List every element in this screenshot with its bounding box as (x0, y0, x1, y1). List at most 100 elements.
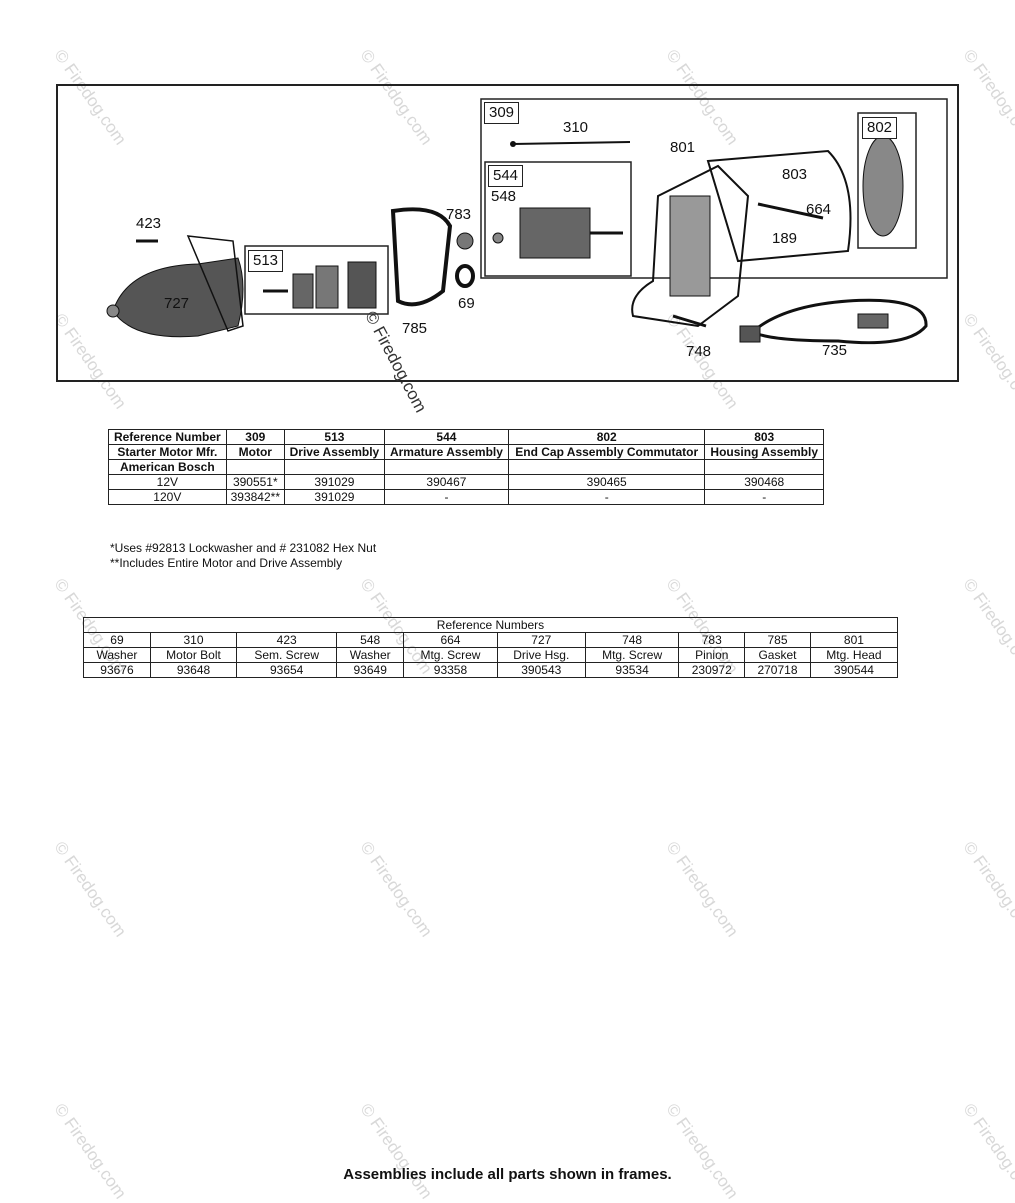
footer-note: Assemblies include all parts shown in fr… (343, 1166, 672, 1183)
table-cell: 390551* (225, 474, 285, 490)
frame-label-802: 802 (862, 117, 898, 139)
callout-748: 748 (686, 343, 712, 360)
frame-544 (484, 161, 632, 277)
callout-803: 803 (782, 166, 808, 183)
callout-310: 310 (563, 119, 589, 136)
table-cell: Sem. Screw (236, 647, 338, 663)
table-header: 803 (704, 429, 824, 445)
armature-544 (519, 207, 591, 259)
table-cell: 391029 (283, 474, 385, 490)
starter-motor-table: Reference Number 309 513 544 802 803 Sta… (108, 429, 824, 505)
watermark: © Firedog.com (959, 1100, 1015, 1203)
watermark: © Firedog.com (959, 46, 1015, 149)
motor-bolt-310 (512, 141, 631, 145)
table-cell: Drive Assembly (283, 444, 385, 460)
table-cell (704, 459, 824, 475)
callout-189: 189 (772, 230, 798, 247)
table-row: 12V 390551* 391029 390467 390465 390468 (108, 474, 824, 490)
watermark: © Firedog.com (959, 575, 1015, 678)
callout-801: 801 (670, 139, 696, 156)
table-cell: Drive Hsg. (496, 647, 586, 663)
table-header: 513 (283, 429, 385, 445)
frame-802 (857, 112, 917, 249)
table-cell: 390465 (507, 474, 706, 490)
table-cell: Gasket (744, 647, 811, 663)
table-cell: 93676 (83, 662, 151, 678)
callout-785: 785 (402, 320, 428, 337)
drive-housing-727 (112, 257, 244, 338)
table-cell: 664 (403, 632, 498, 648)
table-cell: 93534 (584, 662, 680, 678)
table-cell: 93648 (149, 662, 238, 678)
table-cell: 12V (108, 474, 227, 490)
washer-548 (492, 232, 504, 244)
reference-numbers-table: Reference Numbers 69 310 423 548 664 727… (83, 617, 899, 678)
table-cell: 270718 (744, 662, 811, 678)
housing-803 (706, 149, 852, 263)
table-cell: 93358 (403, 662, 498, 678)
table-cell: 390467 (383, 474, 509, 490)
table-cell (383, 459, 509, 475)
table-cell: Pinion (678, 647, 746, 663)
table-cell: Housing Assembly (704, 444, 824, 460)
table-cell: 310 (149, 632, 238, 648)
table-header: 802 (507, 429, 706, 445)
watermark: © Firedog.com (356, 838, 437, 941)
end-cap-802 (862, 135, 904, 237)
table-cell (283, 459, 385, 475)
gear-513-c (347, 261, 377, 309)
table-row: 69 310 423 548 664 727 748 783 785 801 (83, 632, 899, 648)
frame-label-544: 544 (488, 165, 524, 187)
table-cell: 727 (496, 632, 586, 648)
callout-727: 727 (164, 295, 190, 312)
parts-drawing (106, 98, 948, 345)
table-cell: - (507, 489, 706, 505)
table-cell: Motor Bolt (149, 647, 238, 663)
callout-423: 423 (136, 215, 162, 232)
table-cell: 801 (809, 632, 899, 648)
table-cell: 93654 (236, 662, 338, 678)
table-cell: 93649 (336, 662, 405, 678)
table-cell: 390543 (496, 662, 586, 678)
table-cell: Armature Assembly (383, 444, 509, 460)
watermark: © Firedog.com (662, 1100, 743, 1203)
table-header: 544 (383, 429, 509, 445)
table-cell: 785 (744, 632, 811, 648)
table-cell: 393842** (225, 489, 285, 505)
table-cell (507, 459, 706, 475)
pinion-783 (456, 232, 474, 250)
table-cell: Mtg. Head (809, 647, 899, 663)
table-cell: End Cap Assembly Commutator (507, 444, 706, 460)
table-cell (225, 459, 285, 475)
table-cell: 230972 (678, 662, 746, 678)
table-cell: Mtg. Screw (403, 647, 498, 663)
callout-783: 783 (446, 206, 472, 223)
table-cell: 548 (336, 632, 405, 648)
cord-735 (746, 298, 928, 345)
footnotes: *Uses #92813 Lockwasher and # 231082 Hex… (110, 541, 376, 571)
screw-664 (757, 202, 824, 220)
gear-513-a (292, 273, 314, 309)
table-header: Reference Number (108, 429, 227, 445)
watermark: © Firedog.com (50, 838, 131, 941)
table-cell: 391029 (283, 489, 385, 505)
table-cell: - (383, 489, 509, 505)
table-cell: 423 (236, 632, 338, 648)
gear-513-b (315, 265, 339, 309)
table-cell: 390544 (809, 662, 899, 678)
table-cell: Motor (225, 444, 285, 460)
watermark: © Firedog.com (50, 1100, 131, 1203)
screw-748 (672, 314, 707, 328)
table-cell: American Bosch (108, 459, 227, 475)
callout-664: 664 (806, 201, 832, 218)
table-cell: 390468 (704, 474, 824, 490)
callout-69: 69 (458, 295, 475, 312)
frame-513 (244, 245, 389, 315)
footnote: **Includes Entire Motor and Drive Assemb… (110, 556, 343, 570)
frame-309 (480, 98, 948, 279)
table-cell: Washer (83, 647, 151, 663)
callout-735: 735 (822, 342, 848, 359)
watermark: © Firedog.com (959, 310, 1015, 413)
mounting-head-801 (631, 164, 750, 328)
table-cell: 783 (678, 632, 746, 648)
